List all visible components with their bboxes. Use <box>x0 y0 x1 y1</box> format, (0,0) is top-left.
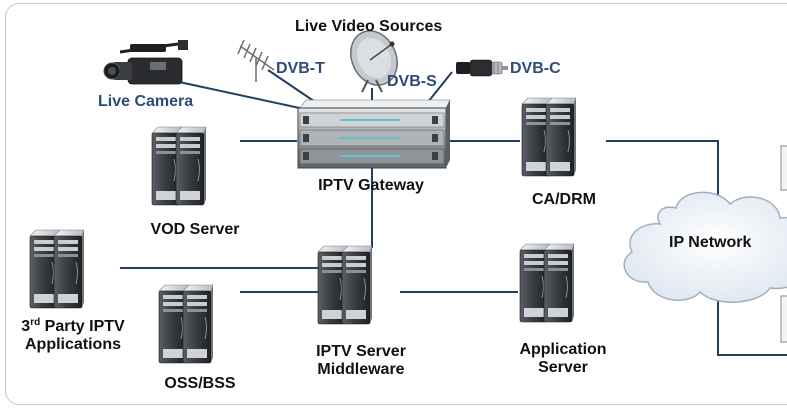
application-server-label: Application Server <box>519 341 606 377</box>
iptv-gateway-rack <box>297 99 451 169</box>
link-cadrm-network <box>606 140 719 196</box>
vod-server-label: VOD Server <box>150 221 240 238</box>
dvb-s-label: DVB-S <box>387 73 437 90</box>
application-server-line2: Server <box>538 359 588 376</box>
oss-bss-server-icon <box>159 285 213 363</box>
edge-box-top <box>780 145 787 191</box>
ip-network-label: IP Network <box>669 234 752 251</box>
middleware-label: IPTV Server Middleware <box>316 343 406 379</box>
application-server-line1: Application <box>519 341 607 358</box>
edge-box-bottom <box>780 295 787 343</box>
third-party-server-icon <box>30 230 84 308</box>
ca-drm-server-icon <box>522 98 576 176</box>
dvb-t-label: DVB-T <box>276 60 325 77</box>
ca-drm-label: CA/DRM <box>532 191 596 208</box>
middleware-line1: IPTV Server <box>316 343 406 360</box>
diagram-title: Live Video Sources <box>295 18 443 35</box>
third-party-number: 3 <box>21 318 31 335</box>
live-camera-label: Live Camera <box>98 93 194 110</box>
iptv-gateway-label: IPTV Gateway <box>318 177 424 194</box>
dvb-c-label: DVB-C <box>510 60 561 77</box>
third-party-text: Party IPTV <box>40 318 125 335</box>
link-network-out <box>717 300 787 356</box>
link-camera-gateway <box>169 79 319 113</box>
middleware-server-icon <box>318 246 372 324</box>
oss-bss-label: OSS/BSS <box>164 375 236 392</box>
application-server-icon <box>520 244 574 322</box>
terrestrial-antenna-icon <box>237 39 275 82</box>
third-party-line2: Applications <box>24 336 122 353</box>
ip-network-cloud <box>623 191 787 303</box>
cable-connector-icon <box>456 59 508 77</box>
connector-lines <box>120 69 787 356</box>
third-party-ordinal: rd <box>30 317 41 328</box>
third-party-label: 3rd Party IPTV Applications <box>21 318 124 354</box>
video-camera-icon <box>103 40 188 85</box>
satellite-dish-icon <box>350 30 398 93</box>
vod-server-icon <box>152 127 206 205</box>
middleware-line2: Middleware <box>317 361 405 378</box>
